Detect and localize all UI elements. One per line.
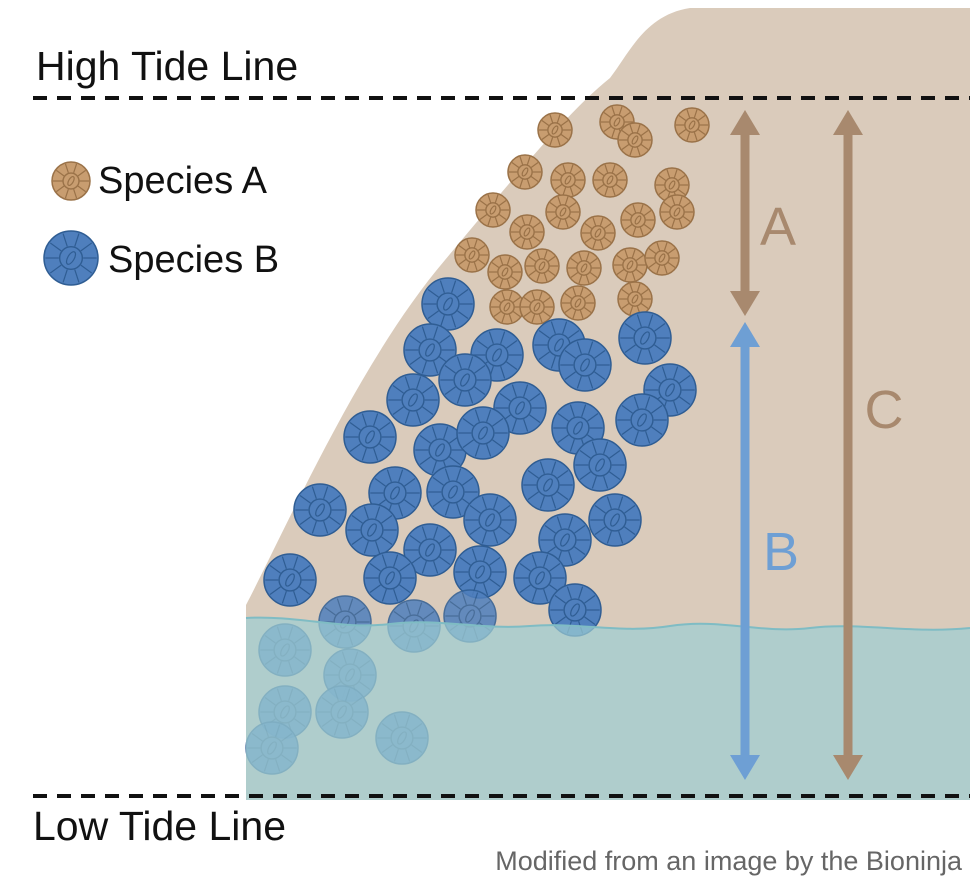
low-tide-label: Low Tide Line	[33, 803, 286, 849]
species-a-barnacle	[475, 192, 511, 228]
species-b-barnacle	[453, 545, 507, 599]
range-arrow-c	[833, 110, 863, 780]
high-tide-label: High Tide Line	[36, 43, 298, 89]
species-b-barnacle	[558, 338, 612, 392]
species-b-barnacle	[588, 493, 642, 547]
species-b-barnacle	[538, 513, 592, 567]
species-a-barnacle	[550, 162, 586, 198]
species-a-barnacle	[507, 154, 543, 190]
water-surface-line	[245, 616, 970, 631]
species-a-barnacle	[489, 289, 525, 325]
species-a-barnacle	[654, 167, 690, 203]
species-a-barnacle	[537, 112, 573, 148]
species-a-barnacle	[674, 107, 710, 143]
species-a-barnacle	[644, 240, 680, 276]
species-a-barnacle	[580, 215, 616, 251]
legend-species-b-icon	[43, 230, 99, 286]
range-arrow-b	[730, 322, 760, 780]
species-a-barnacles	[454, 104, 710, 325]
species-b-barnacle	[615, 393, 669, 447]
species-a-icon	[51, 161, 91, 201]
species-b-barnacle	[456, 406, 510, 460]
species-b-barnacle	[463, 493, 517, 547]
range-arrow-a	[730, 110, 760, 316]
species-b-barnacle	[386, 373, 440, 427]
rock-slope	[246, 8, 970, 800]
image-credit: Modified from an image by the Bioninja	[495, 846, 963, 876]
legend: Species A Species B	[43, 160, 279, 286]
species-a-barnacle	[566, 250, 602, 286]
range-label-b: B	[763, 522, 799, 582]
species-a-barnacle	[612, 247, 648, 283]
species-a-barnacle	[592, 162, 628, 198]
species-b-barnacle	[403, 523, 457, 577]
species-a-barnacle	[545, 194, 581, 230]
species-a-barnacle	[519, 289, 555, 325]
legend-species-a-icon	[51, 161, 91, 201]
species-a-barnacle	[509, 214, 545, 250]
species-b-barnacle	[493, 381, 547, 435]
species-a-barnacle	[617, 281, 653, 317]
species-a-barnacle	[524, 248, 560, 284]
species-b-barnacle	[548, 583, 602, 637]
species-b-barnacle	[293, 483, 347, 537]
species-a-barnacle	[659, 194, 695, 230]
species-b-barnacle	[513, 551, 567, 605]
species-a-barnacle	[454, 237, 490, 273]
species-b-barnacle	[403, 323, 457, 377]
species-b-barnacle	[263, 553, 317, 607]
legend-species-b-label: Species B	[108, 239, 279, 281]
range-label-a: A	[760, 197, 796, 257]
species-b-barnacle	[345, 503, 399, 557]
range-label-c: C	[865, 380, 904, 440]
species-a-barnacle	[620, 202, 656, 238]
species-b-barnacle	[618, 311, 672, 365]
species-a-barnacle	[617, 122, 653, 158]
legend-species-a-label: Species A	[98, 160, 268, 202]
species-a-barnacle	[560, 285, 596, 321]
species-b-barnacle	[521, 458, 575, 512]
species-b-barnacle	[426, 465, 480, 519]
species-b-barnacle	[343, 410, 397, 464]
species-b-barnacle	[421, 277, 475, 331]
species-b-barnacle	[363, 551, 417, 605]
species-b-barnacle	[573, 438, 627, 492]
species-b-barnacle	[438, 353, 492, 407]
species-b-icon	[43, 230, 99, 286]
water-body	[246, 617, 970, 800]
species-a-barnacle	[487, 254, 523, 290]
